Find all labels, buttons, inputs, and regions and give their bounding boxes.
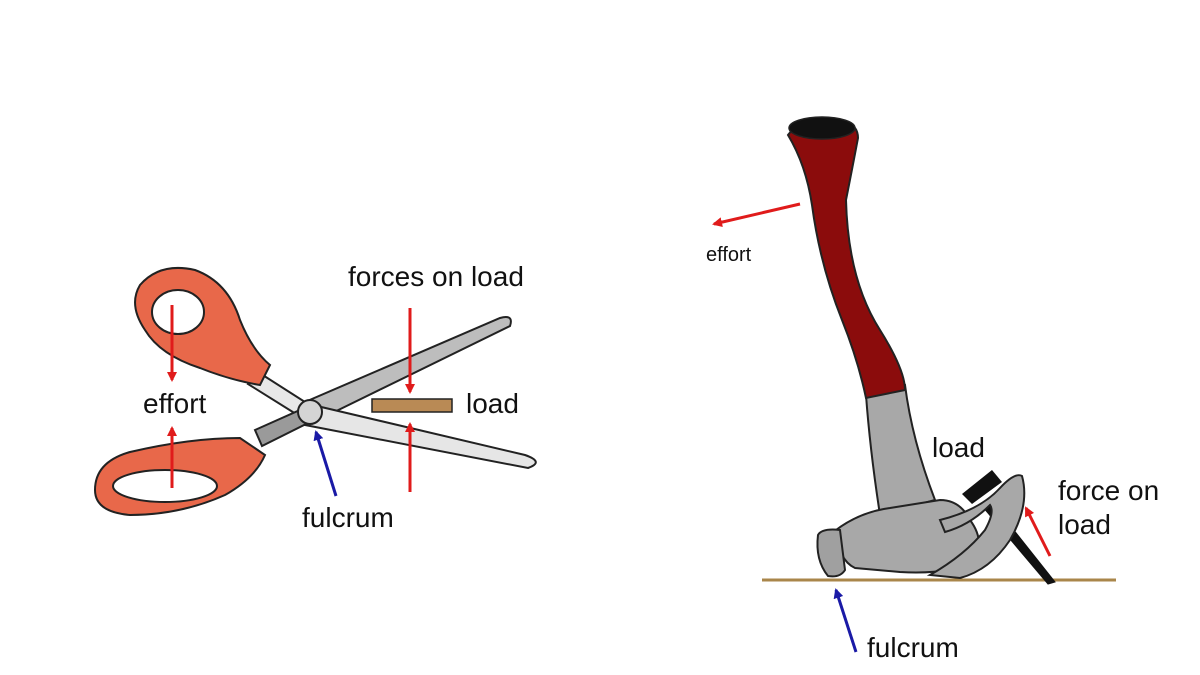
hammer-load-label: load — [932, 432, 985, 463]
scissors-effort-label: effort — [143, 388, 207, 419]
upper-blade — [296, 316, 512, 422]
scissors-forces-on-load-label: forces on load — [348, 261, 524, 292]
hammer-claw — [926, 474, 1026, 580]
hammer-effort-arrow — [712, 202, 801, 228]
hammer-neck — [864, 383, 937, 517]
hammer-force-load-label: load — [1058, 509, 1111, 540]
hammer-illustration — [786, 116, 1056, 585]
scissors-load-label: load — [466, 388, 519, 419]
nail-head — [962, 470, 1002, 504]
lower-handle-hole — [112, 469, 218, 503]
hammer-force-on-load-arrow — [1024, 506, 1052, 557]
hammer-force-on-label: force on — [1058, 475, 1159, 506]
scissors-load-block — [371, 398, 453, 413]
hammer-handle — [786, 116, 907, 400]
scissors-fulcrum-label: fulcrum — [302, 502, 394, 533]
upper-handle-hole — [151, 289, 205, 335]
hammer-fulcrum-arrow — [833, 588, 858, 653]
scissors-illustration — [93, 266, 537, 517]
hammer-effort-label: effort — [706, 244, 752, 266]
lower-blade — [298, 400, 537, 470]
hammer-face — [816, 528, 847, 578]
hammer-fulcrum-label: fulcrum — [867, 632, 959, 663]
scissors-fulcrum-arrow — [313, 430, 338, 497]
pivot-screw — [297, 399, 323, 425]
upper-handle — [134, 266, 272, 387]
hammer-handle-end — [788, 116, 856, 140]
